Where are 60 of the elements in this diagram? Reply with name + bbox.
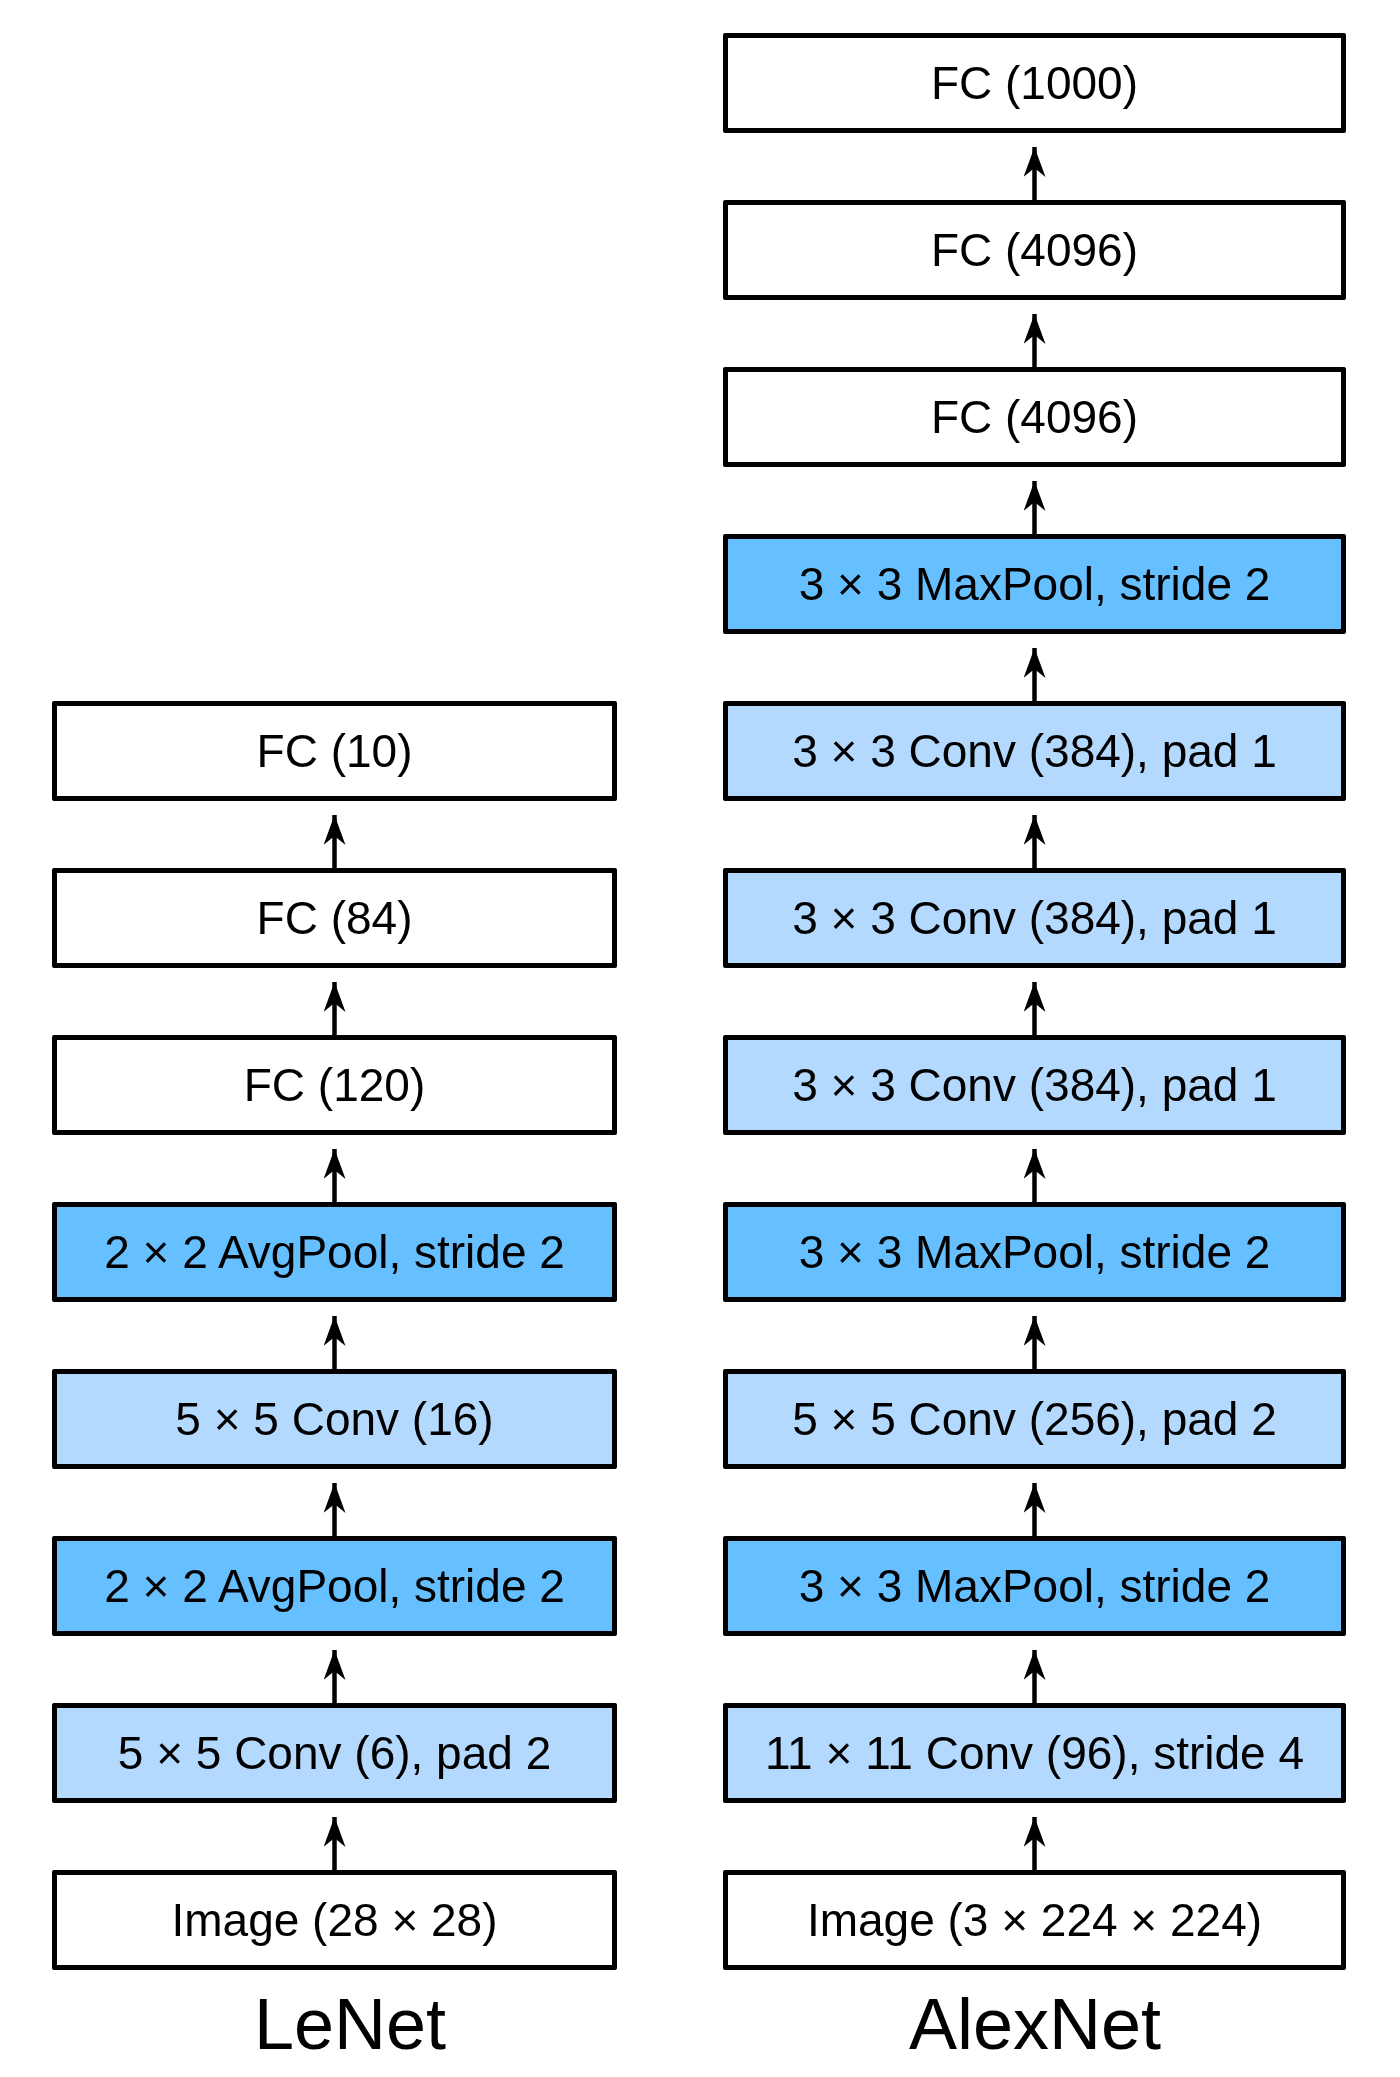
layer-box xyxy=(723,1202,1346,1302)
layer-box xyxy=(723,1703,1346,1803)
layer-box xyxy=(52,1035,617,1135)
layer-box xyxy=(52,701,617,801)
layer-label: FC (84) xyxy=(256,892,413,944)
arrow xyxy=(323,1483,346,1536)
layer-label: Image (28 × 28) xyxy=(171,1894,498,1946)
arrow xyxy=(1023,1316,1046,1369)
layer-box xyxy=(52,1536,617,1636)
layer-box xyxy=(723,1369,1346,1469)
layer-label: 2 × 2 AvgPool, stride 2 xyxy=(104,1560,565,1612)
arrow xyxy=(323,815,346,868)
layer-box xyxy=(723,33,1346,133)
layer-label: 5 × 5 Conv (256), pad 2 xyxy=(792,1393,1277,1445)
layer-box xyxy=(723,200,1346,300)
network-name: LeNet xyxy=(253,1988,447,2060)
layer-box xyxy=(723,868,1346,968)
layer-box xyxy=(723,367,1346,467)
layer-label: FC (1000) xyxy=(930,57,1139,109)
arrow xyxy=(323,1149,346,1202)
layer-box xyxy=(52,1703,617,1803)
layer-box xyxy=(723,1870,1346,1970)
layer-label: 3 × 3 MaxPool, stride 2 xyxy=(798,1226,1271,1278)
arrow xyxy=(323,1817,346,1870)
layer-label: 3 × 3 MaxPool, stride 2 xyxy=(798,1560,1271,1612)
layer-box xyxy=(723,534,1346,634)
arrow xyxy=(323,1316,346,1369)
arrow xyxy=(1023,481,1046,534)
arrow xyxy=(323,982,346,1035)
layer-label: 3 × 3 Conv (384), pad 1 xyxy=(792,1059,1277,1111)
arrow xyxy=(1023,314,1046,367)
arrow xyxy=(1023,1650,1046,1703)
layer-label: 11 × 11 Conv (96), stride 4 xyxy=(764,1727,1305,1779)
arrow xyxy=(1023,1149,1046,1202)
layer-label: 3 × 3 Conv (384), pad 1 xyxy=(792,892,1277,944)
layer-label: Image (3 × 224 × 224) xyxy=(806,1894,1263,1946)
arrow xyxy=(1023,815,1046,868)
arrow xyxy=(1023,648,1046,701)
layer-label: 5 × 5 Conv (6), pad 2 xyxy=(117,1727,552,1779)
layer-label: FC (4096) xyxy=(930,391,1139,443)
layer-box xyxy=(723,1035,1346,1135)
layer-box xyxy=(52,1202,617,1302)
layer-box xyxy=(52,1870,617,1970)
layer-box xyxy=(723,1536,1346,1636)
arrow xyxy=(1023,1483,1046,1536)
layer-box xyxy=(52,1369,617,1469)
layer-label: 5 × 5 Conv (16) xyxy=(175,1393,494,1445)
layer-label: 2 × 2 AvgPool, stride 2 xyxy=(104,1226,565,1278)
network-name: AlexNet xyxy=(908,1988,1162,2060)
arrow xyxy=(1023,982,1046,1035)
arrow xyxy=(1023,1817,1046,1870)
layer-label: FC (10) xyxy=(256,725,413,777)
layer-box xyxy=(723,701,1346,801)
layer-label: FC (120) xyxy=(243,1059,426,1111)
layer-label: FC (4096) xyxy=(930,224,1139,276)
arrow xyxy=(1023,147,1046,200)
layer-box xyxy=(52,868,617,968)
layer-label: 3 × 3 Conv (384), pad 1 xyxy=(792,725,1277,777)
arrow xyxy=(323,1650,346,1703)
layer-label: 3 × 3 MaxPool, stride 2 xyxy=(798,558,1271,610)
